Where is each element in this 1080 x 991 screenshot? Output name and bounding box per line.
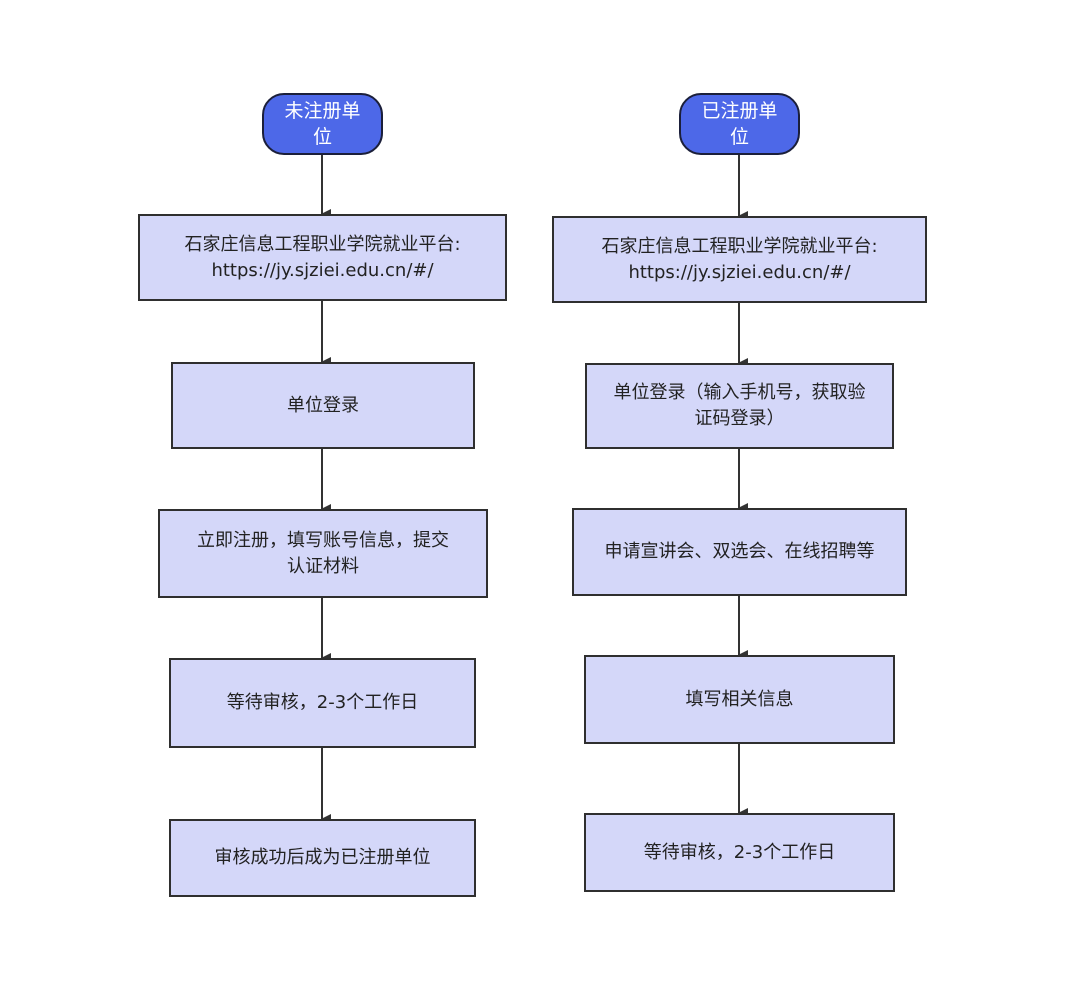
start-unregistered: 未注册单位 — [262, 93, 383, 155]
right-step-apply: 申请宣讲会、双选会、在线招聘等 — [572, 508, 907, 596]
left-step-platform-label: 石家庄信息工程职业学院就业平台: https://jy.sjziei.edu.c… — [184, 233, 461, 281]
left-step-review: 等待审核，2-3个工作日 — [169, 658, 476, 748]
left-step-registered-label: 审核成功后成为已注册单位 — [214, 847, 431, 868]
right-step-login-label: 单位登录（输入手机号，获取验 证码登录） — [613, 382, 866, 429]
right-step-apply-label: 申请宣讲会、双选会、在线招聘等 — [604, 541, 875, 562]
right-step-platform: 石家庄信息工程职业学院就业平台: https://jy.sjziei.edu.c… — [552, 216, 927, 303]
left-step-login-label: 单位登录 — [287, 394, 359, 416]
left-step-register-label: 立即注册，填写账号信息，提交 认证材料 — [197, 529, 449, 577]
left-step-platform: 石家庄信息工程职业学院就业平台: https://jy.sjziei.edu.c… — [138, 214, 507, 301]
left-step-registered: 审核成功后成为已注册单位 — [169, 819, 476, 897]
start-registered: 已注册单位 — [679, 93, 800, 155]
start-registered-label: 已注册单位 — [701, 100, 778, 148]
right-step-platform-label: 石家庄信息工程职业学院就业平台: https://jy.sjziei.edu.c… — [601, 235, 878, 283]
left-step-register: 立即注册，填写账号信息，提交 认证材料 — [158, 509, 488, 598]
right-step-review: 等待审核，2-3个工作日 — [584, 813, 895, 892]
start-unregistered-label: 未注册单位 — [284, 100, 361, 148]
right-step-fill-info-label: 填写相关信息 — [685, 688, 794, 710]
right-step-login: 单位登录（输入手机号，获取验 证码登录） — [585, 363, 894, 449]
left-step-login: 单位登录 — [171, 362, 475, 449]
left-step-review-label: 等待审核，2-3个工作日 — [226, 692, 419, 713]
right-step-review-label: 等待审核，2-3个工作日 — [643, 841, 836, 863]
right-step-fill-info: 填写相关信息 — [584, 655, 895, 744]
